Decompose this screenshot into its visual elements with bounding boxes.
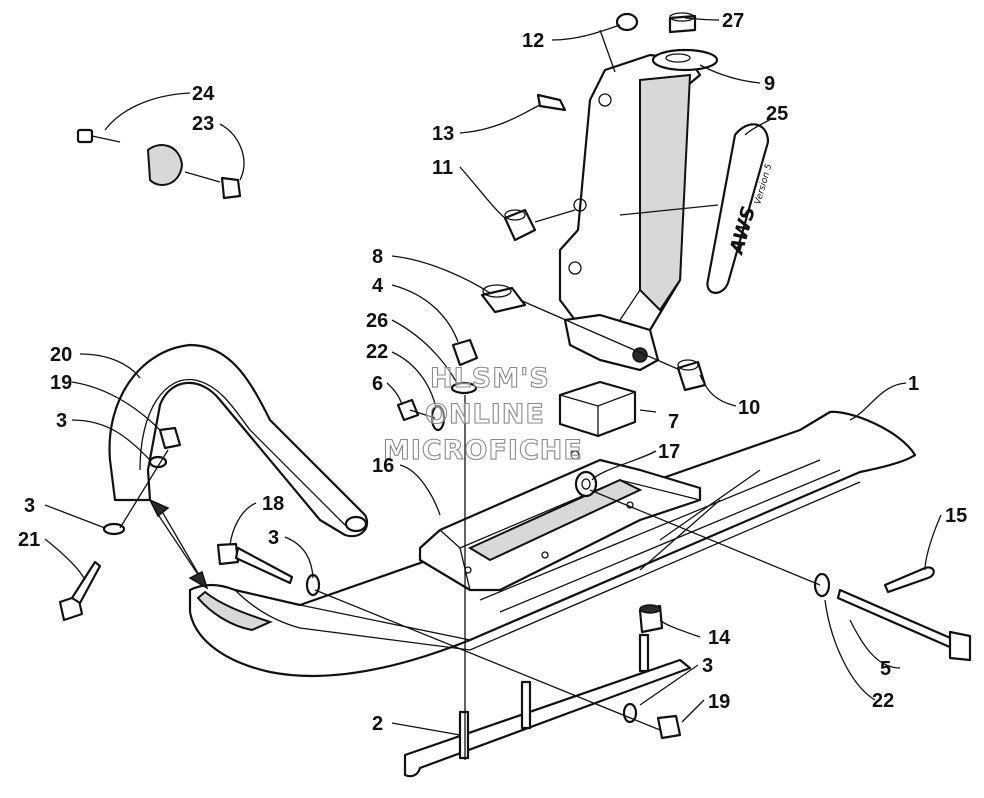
washer-22b <box>813 572 831 598</box>
bolt-21 <box>58 560 102 622</box>
cap-27 <box>668 12 697 34</box>
callout-5: 5 <box>880 658 891 680</box>
callout-2: 2 <box>372 713 383 735</box>
callout-3a: 3 <box>56 410 67 432</box>
callout-14: 14 <box>708 627 731 649</box>
callout-10: 10 <box>738 397 760 419</box>
callout-23: 23 <box>192 113 214 135</box>
callout-7: 7 <box>668 411 679 433</box>
motion-arrow <box>148 498 209 590</box>
washer-3b <box>102 522 126 536</box>
grease-fitting-13 <box>536 93 567 112</box>
spacer-14 <box>638 604 664 634</box>
cap-12 <box>615 12 639 32</box>
block-7 <box>558 380 637 438</box>
callout-11: 11 <box>432 157 453 179</box>
bolt-24-and-bracket-23 <box>76 128 242 200</box>
callout-3b: 3 <box>24 495 35 517</box>
callout-22a: 22 <box>366 341 388 363</box>
callout-25: 25 <box>766 103 788 125</box>
callout-13: 13 <box>432 123 454 145</box>
bushing-8 <box>480 284 527 314</box>
callout-9: 9 <box>764 73 775 95</box>
callout-15: 15 <box>945 505 967 527</box>
washer-22a <box>430 404 446 432</box>
wear-bar-2 <box>403 633 692 778</box>
callout-3d: 3 <box>702 655 713 677</box>
callout-16: 16 <box>372 455 394 477</box>
bolt-18 <box>216 542 294 585</box>
washer-17 <box>574 470 598 498</box>
spindle-part <box>558 48 719 372</box>
callout-1: 1 <box>908 373 919 395</box>
watermark: HLSM'S ONLINE MICROFICHE <box>382 362 583 466</box>
callout-27: 27 <box>722 10 744 32</box>
callout-6: 6 <box>372 373 383 395</box>
watermark-line1: HLSM'S <box>430 363 550 394</box>
nut-19b <box>656 714 682 740</box>
decal-part: AWS Version 5 <box>706 123 774 294</box>
callout-20: 20 <box>50 344 72 366</box>
callout-12: 12 <box>522 30 544 52</box>
bushing-11 <box>503 208 537 242</box>
watermark-line2: ONLINE <box>425 399 545 430</box>
callout-24: 24 <box>192 83 215 105</box>
watermark-line3: MICROFICHE <box>383 435 583 466</box>
callout-4: 4 <box>372 275 384 297</box>
callout-19a: 19 <box>50 372 72 394</box>
callout-26: 26 <box>366 310 388 332</box>
callout-21: 21 <box>18 529 40 551</box>
nut-19a <box>158 426 182 450</box>
washer-26 <box>450 381 478 395</box>
nut-4 <box>451 338 479 367</box>
ski-saddle-part <box>418 450 702 592</box>
callout-22b: 22 <box>872 690 894 712</box>
bushing-10 <box>676 359 707 392</box>
ski-loop-part <box>108 343 369 538</box>
callout-labels: 1 2 3 3 3 3 4 5 6 7 8 9 10 11 12 13 14 1… <box>18 10 967 735</box>
callout-3c: 3 <box>268 527 279 549</box>
callout-19b: 19 <box>708 691 730 713</box>
callout-leaders <box>44 17 942 736</box>
nut-6 <box>396 398 420 422</box>
callout-18: 18 <box>262 493 284 515</box>
callout-17: 17 <box>658 441 680 463</box>
washer-3c <box>622 702 638 724</box>
bolt-5 <box>836 588 972 662</box>
cotter-pin-15 <box>883 566 935 594</box>
assembly-lines <box>119 204 821 760</box>
callout-8: 8 <box>372 246 383 268</box>
